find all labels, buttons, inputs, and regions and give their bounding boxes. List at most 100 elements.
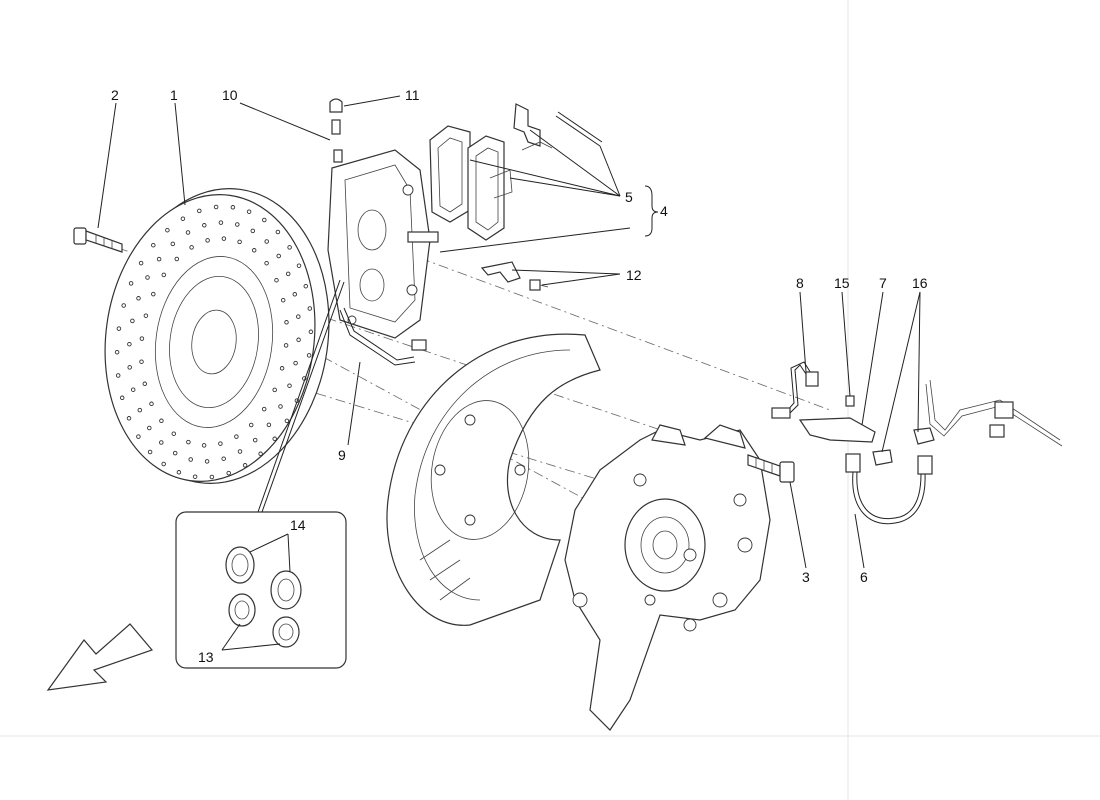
- drill-hole: [161, 272, 167, 278]
- drill-hole: [136, 434, 141, 439]
- drill-hole: [130, 318, 135, 324]
- drill-hole: [174, 256, 180, 262]
- drill-hole: [127, 341, 132, 347]
- drill-hole: [213, 204, 219, 210]
- callout-4: 4: [660, 203, 668, 219]
- rigid-brake-pipe: [771, 361, 935, 466]
- drill-hole: [188, 457, 193, 462]
- drill-hole: [287, 383, 292, 388]
- drill-hole: [264, 239, 269, 244]
- drill-hole: [121, 303, 126, 308]
- drill-hole: [116, 326, 122, 331]
- callout-5: 5: [625, 189, 633, 205]
- seal-kit-inset: [175, 511, 347, 669]
- drill-hole: [156, 256, 162, 262]
- drill-hole: [205, 238, 210, 243]
- drill-hole: [306, 353, 312, 358]
- callout-7: 7: [879, 275, 887, 291]
- drill-hole: [147, 449, 153, 455]
- drill-hole: [202, 223, 207, 228]
- drill-hole: [242, 463, 248, 468]
- drill-hole: [151, 242, 156, 248]
- drill-hole: [261, 406, 267, 412]
- drill-hole: [264, 260, 269, 266]
- drill-hole: [143, 313, 149, 318]
- drill-hole: [189, 245, 194, 250]
- drill-hole: [308, 329, 314, 335]
- callout-labels: 1 2 3 4 5 6 7 8 9 10 11 12 13 14 15 16: [111, 87, 928, 665]
- drill-hole: [171, 431, 177, 436]
- drill-hole: [248, 422, 254, 428]
- drill-hole: [275, 229, 281, 235]
- callout-14: 14: [290, 517, 306, 533]
- drill-hole: [280, 297, 286, 303]
- drill-hole: [115, 373, 121, 378]
- callout-13: 13: [198, 649, 214, 665]
- drill-hole: [278, 404, 283, 409]
- drill-hole: [165, 227, 170, 233]
- drill-hole: [218, 441, 223, 446]
- drill-hole: [137, 407, 143, 413]
- drill-hole: [276, 253, 281, 259]
- drill-hole: [230, 205, 236, 210]
- callout-2: 2: [111, 87, 119, 103]
- drill-hole: [296, 263, 302, 268]
- drill-hole: [128, 281, 134, 286]
- drill-hole: [284, 418, 290, 424]
- callout-15: 15: [834, 275, 850, 291]
- drill-hole: [204, 459, 210, 464]
- drill-hole: [296, 337, 301, 343]
- drill-hole: [292, 292, 298, 297]
- dust-shield: [386, 333, 601, 626]
- callout-3: 3: [802, 569, 810, 585]
- drill-hole: [287, 245, 292, 250]
- drill-hole: [218, 220, 224, 225]
- drill-hole: [272, 436, 277, 442]
- brake-pads: [429, 125, 513, 241]
- hub-carrier: [564, 424, 771, 731]
- callout-12: 12: [626, 267, 642, 283]
- drill-hole: [209, 474, 215, 480]
- drill-hole: [138, 260, 144, 266]
- drill-hole: [266, 422, 272, 428]
- callout-16: 16: [912, 275, 928, 291]
- brake-disc: [104, 188, 330, 484]
- drill-hole: [303, 283, 309, 289]
- callout-1: 1: [170, 87, 178, 103]
- drill-hole: [284, 320, 289, 325]
- drill-hole: [237, 239, 242, 245]
- drill-hole: [234, 434, 239, 439]
- drill-hole: [114, 349, 120, 355]
- drill-hole: [149, 401, 154, 407]
- drill-hole: [252, 437, 258, 443]
- drill-hole: [147, 425, 152, 431]
- pad-spring-and-pins: [513, 103, 603, 151]
- callout-leader-lines: [97, 95, 921, 651]
- drill-hole: [237, 449, 243, 454]
- drill-hole: [180, 216, 186, 221]
- drill-hole: [221, 236, 227, 241]
- drill-hole: [285, 271, 291, 277]
- drill-hole: [250, 228, 256, 234]
- drill-hole: [185, 230, 191, 235]
- front-direction-arrow: [46, 623, 154, 691]
- drill-hole: [127, 365, 132, 370]
- drill-hole: [139, 359, 144, 364]
- drill-hole: [221, 456, 226, 461]
- drill-hole: [274, 277, 279, 283]
- drill-hole: [197, 208, 202, 214]
- drill-hole: [186, 439, 191, 445]
- drill-hole: [262, 217, 267, 223]
- brake-caliper: [327, 98, 439, 366]
- drill-hole: [296, 314, 301, 319]
- drill-hole: [145, 275, 150, 280]
- disc-bolt: [73, 227, 123, 253]
- drill-hole: [192, 474, 198, 479]
- abs-sensor-cable: [925, 379, 1063, 447]
- drill-hole: [136, 296, 141, 301]
- caliper-clip-and-screw: [480, 261, 549, 291]
- drill-hole: [159, 418, 164, 424]
- callout-10: 10: [222, 87, 238, 103]
- callout-8: 8: [796, 275, 804, 291]
